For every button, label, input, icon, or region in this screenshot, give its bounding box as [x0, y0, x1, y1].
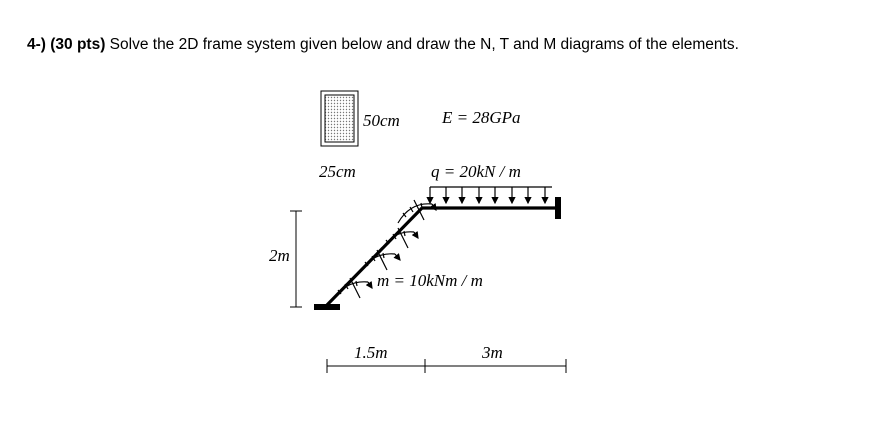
question-body: Solve the 2D frame system given below an…	[105, 36, 739, 53]
question-number: 4-) (30 pts)	[27, 36, 106, 53]
horizontal-right-label: 3m	[482, 343, 503, 362]
section-height-label: 50cm	[363, 111, 400, 130]
modulus-label: E = 28GPa	[442, 108, 521, 127]
section-width-label: 25cm	[319, 162, 356, 181]
distributed-moment	[332, 199, 437, 301]
horizontal-dimension	[326, 359, 567, 373]
cross-section	[320, 90, 359, 147]
vertical-dimension	[290, 210, 302, 308]
fixed-support-bottom	[314, 304, 340, 310]
fixed-support-right	[555, 197, 561, 219]
vertical-dimension-label: 2m	[269, 246, 290, 265]
distributed-load	[426, 186, 552, 205]
distributed-load-label: q = 20kN / m	[431, 162, 521, 181]
horizontal-left-label: 1.5m	[354, 343, 388, 362]
question-text: 4-) (30 pts) Solve the 2D frame system g…	[27, 36, 739, 54]
distributed-moment-label: m = 10kNm / m	[377, 271, 483, 290]
